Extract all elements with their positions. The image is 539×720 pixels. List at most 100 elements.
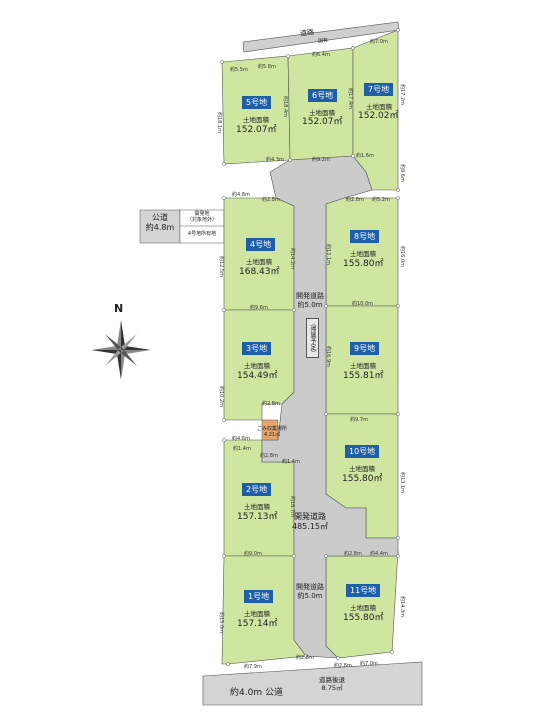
dim-label: 約2.8m <box>296 655 314 661</box>
lot-badge: 10号地 <box>345 445 380 458</box>
dim-label: 約5.5m <box>230 67 248 73</box>
dim-label: 約2.8m <box>262 197 280 203</box>
lot-area-label: 土地面積 <box>246 258 272 266</box>
lot-area-value: 152.02㎡ <box>358 111 399 121</box>
dim-label: 約16.7m <box>289 496 295 518</box>
dim-label: 約6.4m <box>312 52 330 58</box>
dim-label: 約2.8m <box>262 401 280 407</box>
lot-badge: 11号地 <box>346 584 381 597</box>
top-road-label: 道路 <box>299 28 315 38</box>
compass-north-label: N <box>114 302 124 315</box>
footpath-sub: （対象地外） <box>186 217 217 223</box>
dim-label: 約7.0m <box>370 39 388 45</box>
dim-label: 約18.4m <box>282 96 288 118</box>
lot-area-label: 土地面積 <box>244 610 270 618</box>
dim-label: 約4.6m <box>232 436 250 442</box>
lot-area-value: 155.80㎡ <box>343 259 384 269</box>
dim-label: 約17.4m <box>347 88 353 110</box>
lot-badge: 5号地 <box>242 96 272 109</box>
lot-area-value: 157.13㎡ <box>237 512 278 522</box>
dim-label: 約2.8m <box>260 453 278 459</box>
lot-area-value: 152.07㎡ <box>302 117 343 127</box>
dim-label: 約7.9m <box>244 664 262 670</box>
left-road-name: 公道 <box>152 213 168 222</box>
footpath-label: 開発地 （対象地外） <box>183 211 221 223</box>
setback-name: 道路後退 <box>319 676 345 684</box>
footpath-name: 開発地 <box>194 211 210 217</box>
bottom-road-strip <box>202 661 423 706</box>
dim-label: 約1.6m <box>356 153 374 159</box>
lot-6-shape <box>287 47 354 161</box>
dim-label: 約10.2m <box>218 386 224 408</box>
garbage-spot <box>261 419 279 441</box>
dim-label: 約4.8m <box>232 192 250 198</box>
dim-label: 約5.2m <box>372 197 390 203</box>
lot-area-label: 土地面積 <box>309 109 335 117</box>
dim-label: 約18.1m <box>216 112 222 134</box>
lot4-owned-label: 4号地所有地 <box>187 231 217 237</box>
dev-road-top-width: 約5.0m <box>297 301 323 309</box>
lot-area-value: 155.81㎡ <box>343 371 384 381</box>
lot-area-label: 土地面積 <box>349 465 375 473</box>
lot-badge: 7号地 <box>364 83 394 96</box>
dim-label: 約10.0m <box>352 301 374 307</box>
left-road-label: 公道 約4.8m <box>142 213 178 233</box>
lot-area-label: 土地面積 <box>244 503 270 511</box>
lot-badge: 8号地 <box>350 230 380 243</box>
lot-area-value: 157.14㎡ <box>237 619 278 629</box>
bottom-road-name: 公道 <box>264 688 283 698</box>
dim-label: 約1.4m <box>233 446 251 452</box>
lot-area-value: 155.80㎡ <box>343 613 384 623</box>
dim-label: 約16.0m <box>399 246 405 268</box>
dim-label: 約9.6m <box>250 305 268 311</box>
dim-label: 約2.8m <box>334 663 352 669</box>
dev-road-main-label: 開発道路 485.15㎡ <box>288 512 332 532</box>
lot-area-label: 土地面積 <box>350 250 376 258</box>
dim-label: 約14.3m <box>399 596 405 618</box>
dim-label: 約13.1m <box>325 244 331 266</box>
garbage-name: ごみ収集場所 <box>257 426 288 432</box>
lot-badge: 2号地 <box>242 483 272 496</box>
left-road-width: 約4.8m <box>145 223 175 232</box>
lot-badge: 6号地 <box>308 89 338 102</box>
left-road-strip <box>139 209 181 244</box>
setback-label: 道路後退 8.75㎡ <box>312 676 352 692</box>
lot-area-label: 土地面積 <box>243 116 269 124</box>
dev-road-top-label: 開発道路 約5.0m <box>288 292 332 310</box>
compass-rose-icon <box>91 320 151 380</box>
dim-label: 約4.4m <box>370 551 388 557</box>
dim-label: 約7.0m <box>360 661 378 667</box>
dim-label: 約2.8m <box>344 551 362 557</box>
garbage-label: ごみ収集場所 4.21㎡ <box>257 426 287 438</box>
lot-badge: 4号地 <box>246 238 276 251</box>
dev-road-bottom-width: 約5.0m <box>297 592 323 600</box>
lot-area-label: 土地面積 <box>350 604 376 612</box>
dim-label: 約9.6m <box>399 164 405 182</box>
dim-label: 約9.0m <box>244 551 262 557</box>
dev-road-bottom-name: 開発道路 <box>296 583 324 591</box>
dim-label: 約1.4m <box>282 459 300 465</box>
dim-label: 約14.2m <box>289 248 295 270</box>
lot-area-value: 168.43㎡ <box>239 267 280 277</box>
lot-area-label: 土地面積 <box>244 362 270 370</box>
development-road <box>261 155 399 659</box>
dim-label: 約9.7m <box>350 417 368 423</box>
lot-area-value: 152.07㎡ <box>236 125 277 135</box>
garbage-area: 4.21㎡ <box>263 432 281 438</box>
lot-area-label: 土地面積 <box>366 103 392 111</box>
bottom-road-width: 約4.0m <box>230 688 263 698</box>
lot-4-shape <box>223 197 295 311</box>
lot-area-label: 土地面積 <box>350 362 376 370</box>
lot-badge: 3号地 <box>242 342 272 355</box>
dev-road-top-name: 開発道路 <box>296 292 324 300</box>
dim-label: 約13.1m <box>399 472 405 494</box>
lot-area-value: 154.49㎡ <box>237 371 278 381</box>
setback-area: 8.75㎡ <box>321 684 343 692</box>
lot-badge: 9号地 <box>350 342 380 355</box>
dim-label: 約4.3m <box>266 157 284 163</box>
lot-badge: 1号地 <box>244 590 274 603</box>
top-road-sub-label: 国有 <box>317 37 329 45</box>
dev-road-bottom-label: 開発道路 約5.0m <box>288 583 332 601</box>
lot-area-value: 155.80㎡ <box>342 474 383 484</box>
